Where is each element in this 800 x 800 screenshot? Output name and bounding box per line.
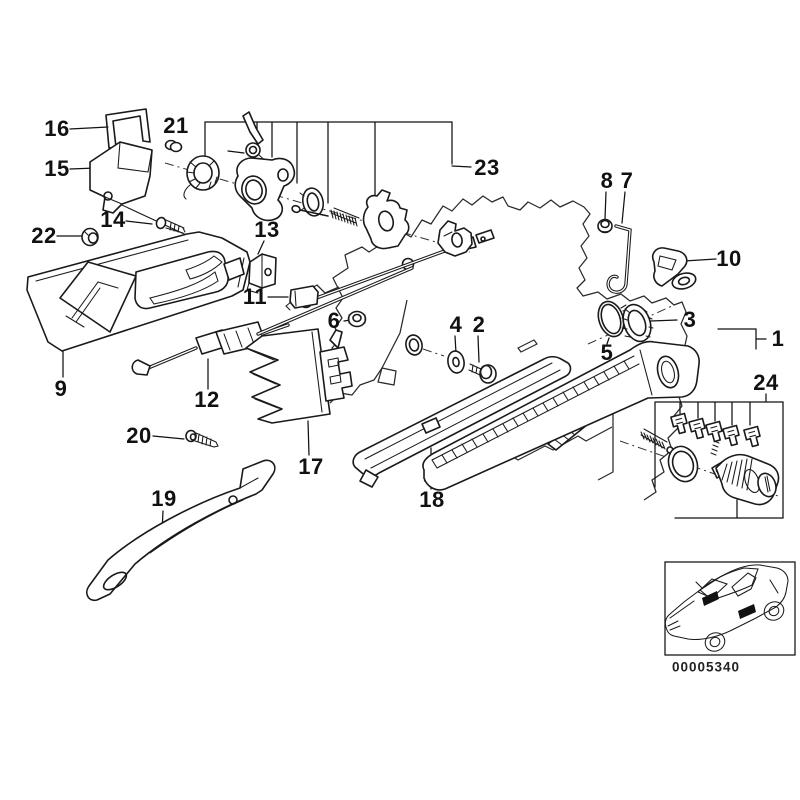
part-13-clip (246, 253, 277, 294)
part-label-21: 21 (163, 113, 189, 138)
part-label-3: 3 (683, 307, 697, 332)
image-id: 00005340 (671, 659, 741, 675)
part-label-6: 6 (327, 308, 341, 333)
part-17-foam-block (245, 328, 353, 424)
part-3-collar (621, 303, 654, 343)
part-label-2: 2 (472, 312, 486, 337)
part-7-rod (606, 224, 632, 294)
part-18-gasket (352, 355, 572, 488)
part-label-10: 10 (716, 246, 742, 271)
part-label-12: 12 (194, 387, 220, 412)
part-label-1: 1 (771, 326, 785, 351)
part-10-clip (651, 247, 697, 290)
part-label-23: 23 (474, 155, 500, 180)
part-label-24: 24 (753, 370, 779, 395)
part-5-ring (597, 300, 629, 338)
retainer-grommet (405, 334, 445, 357)
part-9-interior-trim (26, 231, 251, 352)
part-20-screw (185, 429, 219, 448)
part-19-bracket (86, 459, 276, 602)
part-14-screw (155, 216, 186, 234)
part-16-clip (105, 108, 151, 149)
part-label-17: 17 (298, 454, 324, 479)
part-2-screw (468, 363, 497, 384)
part-label-5: 5 (600, 340, 614, 365)
part-label-11: 11 (242, 284, 268, 309)
group-24-lock-cylinder (640, 412, 780, 506)
part-21-bushing (164, 139, 183, 153)
part-22-grommet (81, 227, 99, 247)
leader-lines (56, 121, 784, 533)
part-6-nut (347, 310, 367, 328)
part-11-clip (285, 285, 319, 311)
part-8-nut (597, 218, 613, 234)
car-thumbnail (664, 561, 796, 656)
part-label-9: 9 (54, 376, 68, 401)
part-1-door-handle (422, 340, 700, 491)
part-4-washer (447, 350, 465, 374)
part-label-18: 18 (419, 487, 445, 512)
part-label-14: 14 (100, 207, 126, 232)
part-label-22: 22 (31, 223, 57, 248)
part-label-4: 4 (449, 312, 463, 337)
part-label-15: 15 (44, 156, 70, 181)
part-label-19: 19 (151, 486, 177, 511)
part-label-16: 16 (44, 116, 70, 141)
part-label-20: 20 (126, 423, 152, 448)
part-label-7: 7 (620, 168, 634, 193)
group-23-lock-mechanism (183, 111, 473, 257)
part-label-13: 13 (254, 217, 280, 242)
part-15-bracket (89, 141, 153, 214)
part-label-8: 8 (600, 168, 614, 193)
